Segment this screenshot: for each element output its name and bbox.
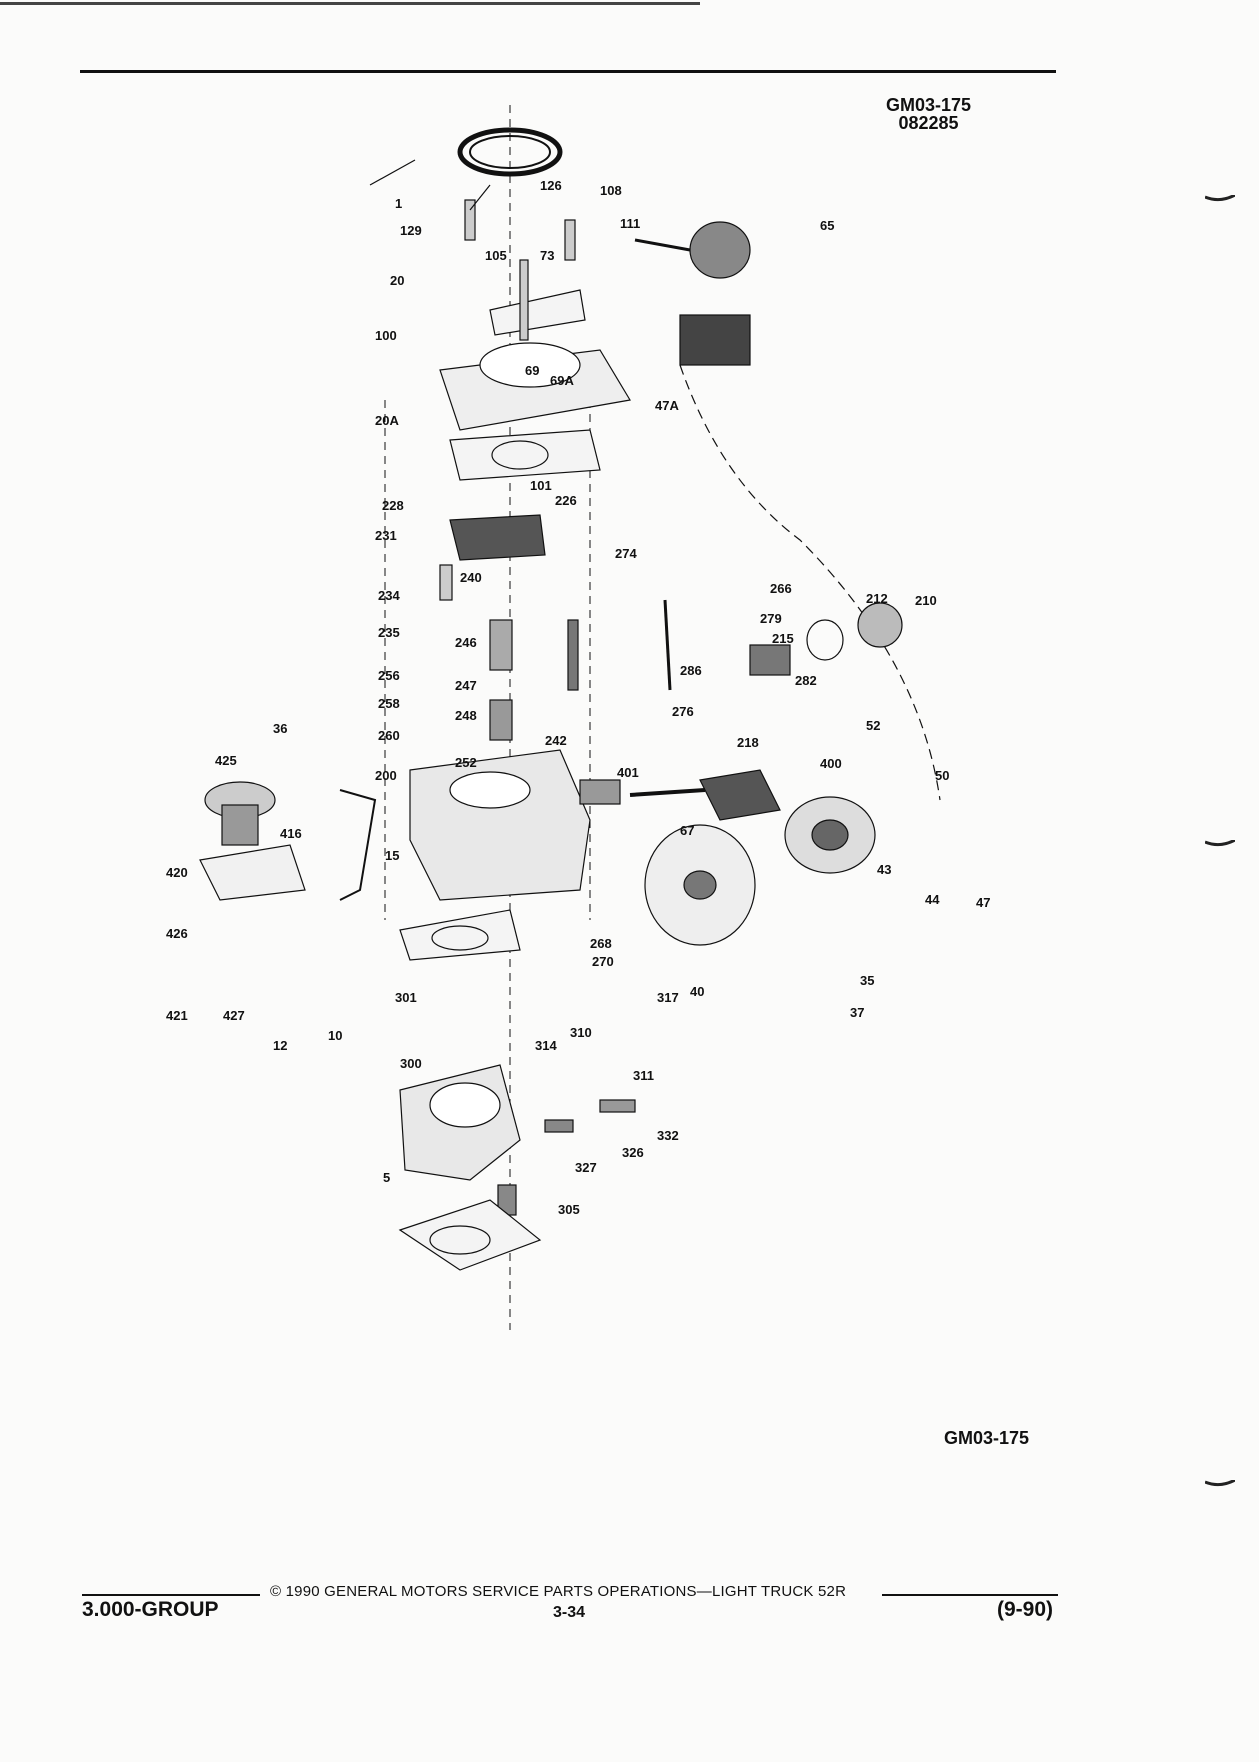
callout-number: 37 bbox=[850, 1005, 864, 1020]
callout-number: 36 bbox=[273, 721, 287, 736]
callout-number: 108 bbox=[600, 183, 622, 198]
callout-number: 226 bbox=[555, 493, 577, 508]
callout-number: 301 bbox=[395, 990, 417, 1005]
footer-rule-left bbox=[82, 1594, 260, 1596]
callout-number: 47A bbox=[655, 398, 679, 413]
callout-number: 15 bbox=[385, 848, 399, 863]
callout-number: 327 bbox=[575, 1160, 597, 1175]
callout-number: 300 bbox=[400, 1056, 422, 1071]
callout-number: 100 bbox=[375, 328, 397, 343]
footer-group: 3.000-GROUP bbox=[82, 1598, 219, 1621]
callout-number: 234 bbox=[378, 588, 400, 603]
callout-number: 427 bbox=[223, 1008, 245, 1023]
callout-number: 44 bbox=[925, 892, 940, 907]
callout-number: 20A bbox=[375, 413, 399, 428]
figure-code: GM03-175 bbox=[886, 95, 972, 115]
callout-number: 246 bbox=[455, 635, 477, 650]
footer-revision: (9-90) bbox=[997, 1598, 1054, 1621]
callout-number: 50 bbox=[935, 768, 949, 783]
scan-mark bbox=[1205, 840, 1235, 847]
callout-number: 212 bbox=[866, 591, 888, 606]
callout-number: 215 bbox=[772, 631, 794, 646]
callout-number: 425 bbox=[215, 753, 237, 768]
callout-number: 35 bbox=[860, 973, 874, 988]
callout-number: 73 bbox=[540, 248, 554, 263]
callout-number: 305 bbox=[558, 1202, 580, 1217]
callout-number: 43 bbox=[877, 862, 891, 877]
figure-label: GM03-175 bbox=[944, 1428, 1030, 1448]
callout-number: 266 bbox=[770, 581, 792, 596]
callout-number: 421 bbox=[166, 1008, 188, 1023]
callout-number: 426 bbox=[166, 926, 188, 941]
callout-number: 111 bbox=[620, 216, 640, 231]
callout-number: 242 bbox=[545, 733, 567, 748]
callout-number: 268 bbox=[590, 936, 612, 951]
callout-number: 317 bbox=[657, 990, 679, 1005]
figure-header: GM03-175 082285 bbox=[886, 96, 971, 132]
callout-number: 332 bbox=[657, 1128, 679, 1143]
callout-number: 252 bbox=[455, 755, 477, 770]
callout-number: 282 bbox=[795, 673, 817, 688]
callout-number: 231 bbox=[375, 528, 397, 543]
callout-number: 279 bbox=[760, 611, 782, 626]
callout-number: 286 bbox=[680, 663, 702, 678]
callout-number: 218 bbox=[737, 735, 759, 750]
callout-number: 105 bbox=[485, 248, 507, 263]
scan-mark bbox=[1205, 1480, 1235, 1487]
callout-number: 129 bbox=[400, 223, 422, 238]
footer-rule-right bbox=[882, 1594, 1058, 1596]
callout-number: 5 bbox=[383, 1170, 390, 1185]
callout-number: 65 bbox=[820, 218, 834, 233]
callout-number: 10 bbox=[328, 1028, 342, 1043]
footer-page-number: 3-34 bbox=[553, 1604, 586, 1621]
callout-number: 247 bbox=[455, 678, 477, 693]
callout-number: 310 bbox=[570, 1025, 592, 1040]
callout-number: 276 bbox=[672, 704, 694, 719]
callout-number: 69A bbox=[550, 373, 574, 388]
callout-number: 210 bbox=[915, 593, 937, 608]
callout-number: 274 bbox=[615, 546, 637, 561]
scan-mark bbox=[1205, 195, 1235, 202]
callout-number: 256 bbox=[378, 668, 400, 683]
callout-number: 311 bbox=[633, 1068, 654, 1083]
callout-number: 200 bbox=[375, 768, 397, 783]
callout-number: 228 bbox=[382, 498, 404, 513]
callout-number: 326 bbox=[622, 1145, 644, 1160]
callout-number: 1 bbox=[395, 196, 402, 211]
callout-number: 12 bbox=[273, 1038, 287, 1053]
callout-number: 416 bbox=[280, 826, 302, 841]
footer-copyright: © 1990 GENERAL MOTORS SERVICE PARTS OPER… bbox=[270, 1583, 847, 1600]
callout-number: 67 bbox=[680, 823, 694, 838]
callout-number: 47 bbox=[976, 895, 990, 910]
callout-number: 40 bbox=[690, 984, 704, 999]
callout-number: 400 bbox=[820, 756, 842, 771]
callout-number: 270 bbox=[592, 954, 614, 969]
header-rule bbox=[80, 70, 1056, 73]
callout-number: 420 bbox=[166, 865, 188, 880]
callout-number: 126 bbox=[540, 178, 562, 193]
callout-number: 401 bbox=[617, 765, 639, 780]
callout-number: 101 bbox=[530, 478, 552, 493]
date-code: 082285 bbox=[898, 113, 959, 133]
callout-number: 69 bbox=[525, 363, 539, 378]
callout-number: 258 bbox=[378, 696, 400, 711]
scan-artifact-line bbox=[0, 2, 700, 5]
callout-number: 52 bbox=[866, 718, 880, 733]
callout-number: 20 bbox=[390, 273, 404, 288]
callout-number: 314 bbox=[535, 1038, 557, 1053]
callout-number: 248 bbox=[455, 708, 477, 723]
callout-number: 240 bbox=[460, 570, 482, 585]
callout-number: 260 bbox=[378, 728, 400, 743]
callout-number: 235 bbox=[378, 625, 400, 640]
